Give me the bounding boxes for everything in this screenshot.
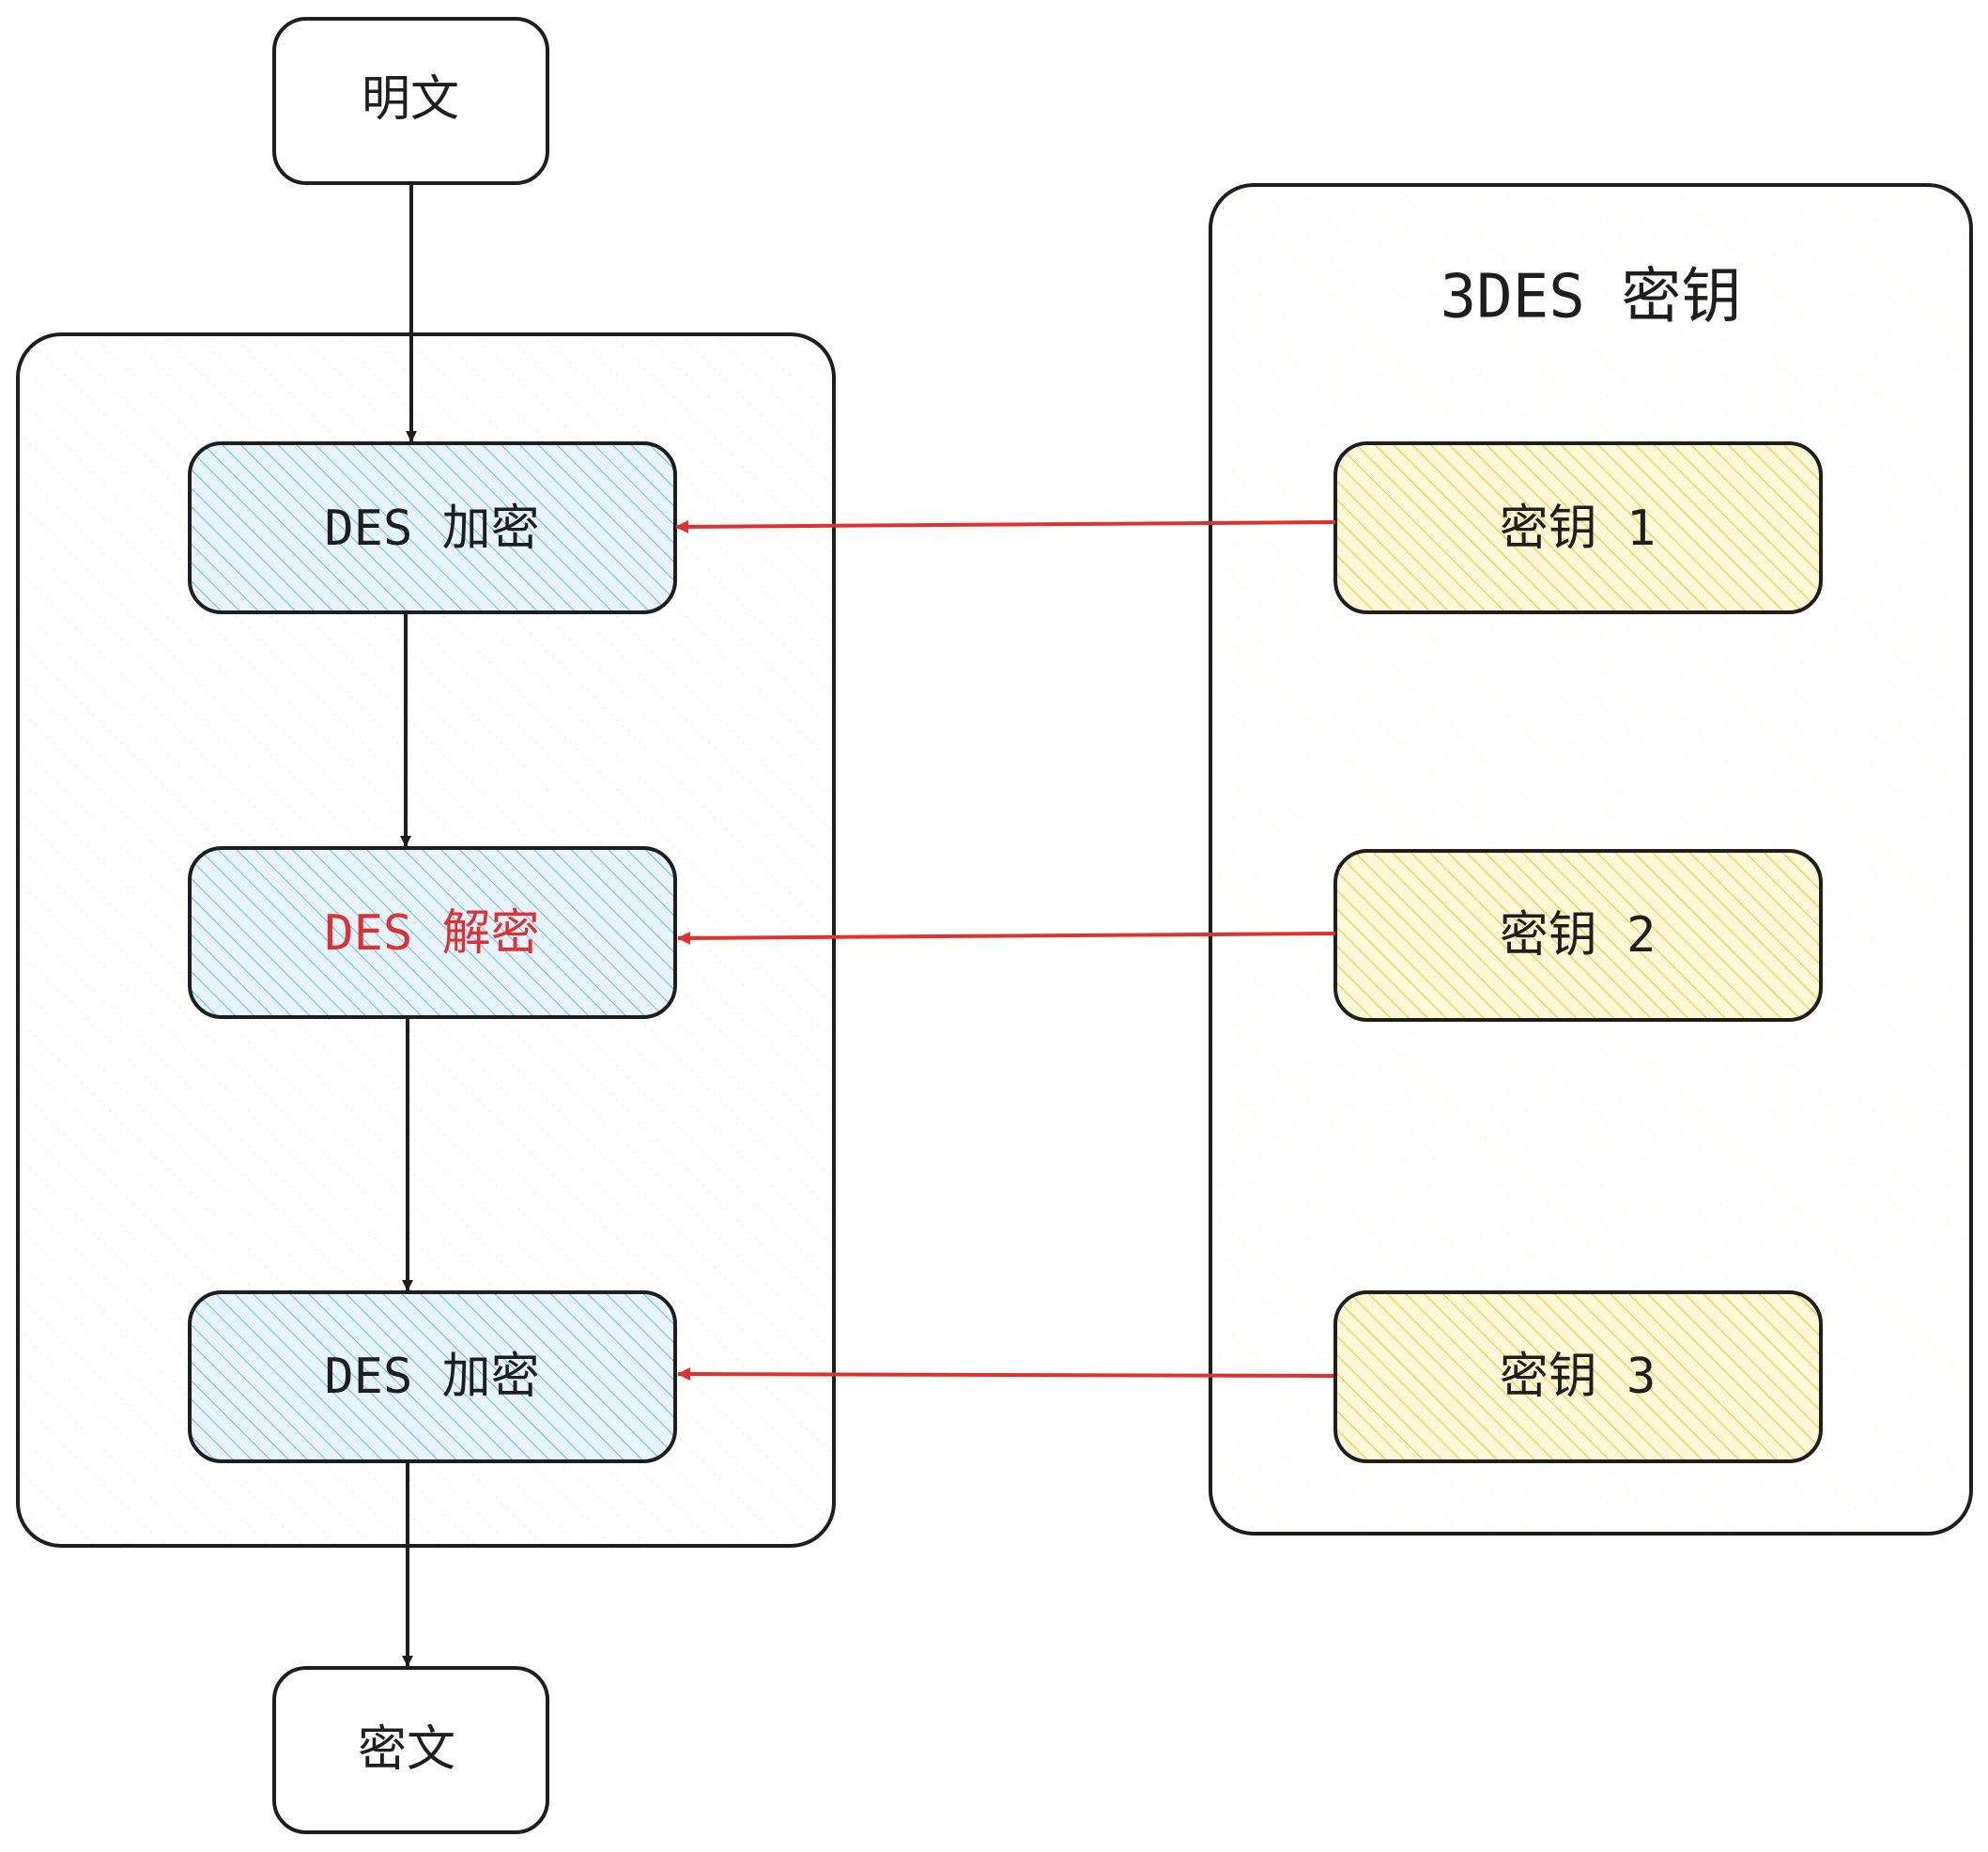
plaintext-label: 明文	[362, 71, 459, 128]
key-1-node: 密钥 1	[1333, 441, 1823, 614]
des-decrypt-step-2: DES 解密	[188, 846, 677, 1019]
key-2-label: 密钥 2	[1500, 907, 1657, 964]
des-decrypt-step-2-label: DES 解密	[324, 905, 539, 962]
key-3-node: 密钥 3	[1333, 1290, 1823, 1463]
key-1-label: 密钥 1	[1500, 501, 1657, 557]
des-encrypt-step-3: DES 加密	[188, 1290, 677, 1463]
plaintext-node: 明文	[272, 17, 549, 185]
flow-arrows	[400, 185, 417, 1667]
arrow-key-1-to-step-1	[675, 519, 1336, 533]
arrow-key-2-to-step-2	[677, 931, 1336, 945]
des-encrypt-step-1-label: DES 加密	[324, 501, 539, 557]
key-arrows	[675, 519, 1336, 1381]
key-3-label: 密钥 3	[1500, 1349, 1657, 1405]
key-2-node: 密钥 2	[1333, 849, 1823, 1022]
keys-group-title: 3DES 密钥	[1441, 263, 1742, 332]
ciphertext-node: 密文	[272, 1666, 549, 1834]
des-encrypt-step-1: DES 加密	[188, 441, 677, 614]
arrow-key-3-to-step-3	[677, 1367, 1334, 1381]
ciphertext-label: 密文	[358, 1721, 455, 1778]
des-encrypt-step-3-label: DES 加密	[324, 1349, 539, 1405]
